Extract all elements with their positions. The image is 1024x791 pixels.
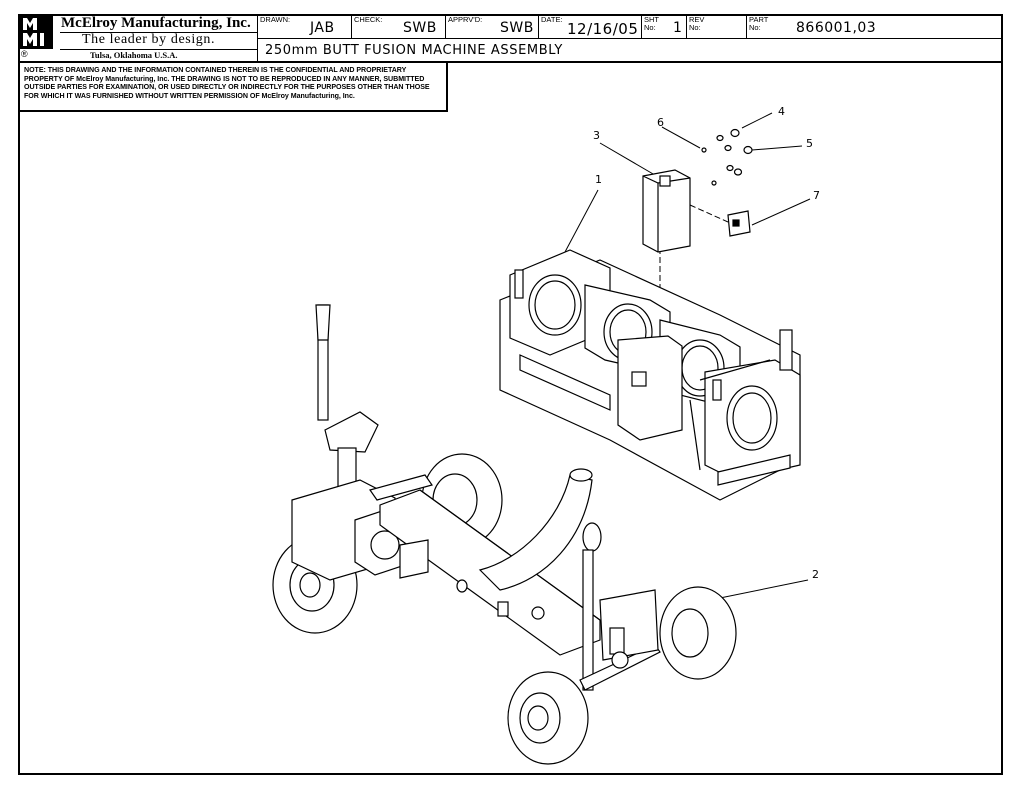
company-location: Tulsa, Oklahoma U.S.A. [90, 50, 178, 60]
callout-3: 3 [593, 129, 600, 142]
part-2-cart [272, 304, 737, 765]
date-label: DATE: [541, 15, 563, 24]
company-name: McElroy Manufacturing, Inc. [61, 15, 251, 31]
check-value: SWB [403, 20, 437, 36]
callout-7: 7 [813, 189, 820, 202]
callout-2: 2 [812, 568, 819, 581]
part-label: PART No: [749, 15, 769, 32]
callout-1: 1 [595, 173, 602, 186]
drawn-label: DRAWN: [260, 15, 291, 24]
callout-4: 4 [778, 105, 785, 118]
apprvd-label: APPRV'D: [448, 15, 483, 24]
company-tagline: The leader by design. [82, 32, 216, 47]
part-3-control-box [642, 169, 691, 253]
fasteners-4-5-6 [701, 128, 753, 186]
apprvd-value: SWB [500, 20, 534, 36]
title-block: ® McElroy Manufacturing, Inc. The leader… [18, 14, 1003, 63]
sheet-value: 1 [673, 20, 683, 36]
callout-6: 6 [657, 116, 664, 129]
registered-mark: ® [21, 49, 28, 59]
confidentiality-note: NOTE: THIS DRAWING AND THE INFORMATION C… [18, 63, 448, 112]
part-1-fusion-machine [499, 249, 801, 501]
drawn-value: JAB [310, 20, 335, 36]
drawing-border [18, 14, 1003, 775]
callout-5: 5 [806, 137, 813, 150]
mcelroy-logo [20, 15, 53, 49]
rev-label: REV No: [689, 15, 705, 32]
date-value: 12/16/05 [567, 20, 639, 38]
part-value: 866001,03 [796, 20, 877, 36]
sheet-label: SHT No: [644, 15, 659, 32]
check-label: CHECK: [354, 15, 383, 24]
drawing-title: 250mm BUTT FUSION MACHINE ASSEMBLY [265, 43, 563, 58]
part-7-label [727, 210, 751, 237]
